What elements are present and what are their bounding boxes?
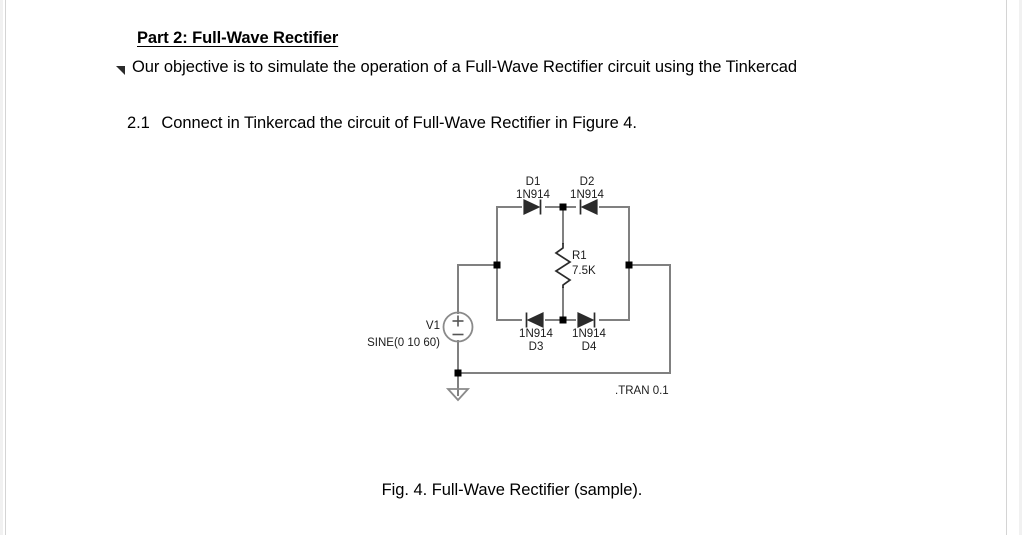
diode-d1 — [523, 199, 542, 215]
step-text: Connect in Tinkercad the circuit of Full… — [161, 114, 637, 132]
node-ground — [454, 369, 462, 377]
label-r1-ref: R1 — [572, 250, 587, 262]
objective-text: Our objective is to simulate the operati… — [132, 58, 798, 76]
label-d1-value: 1N914 — [516, 189, 550, 201]
label-r1-value: 7.5K — [572, 265, 596, 277]
label-d4-value: 1N914 — [572, 328, 606, 340]
label-d2-ref: D2 — [580, 176, 595, 188]
label-v1-value: SINE(0 10 60) — [367, 337, 440, 349]
source-plus-icon — [452, 315, 464, 327]
page-title: Part 2: Full-Wave Rectifier — [137, 29, 339, 47]
step-number: 2.1 — [127, 114, 150, 132]
label-tran-directive: .TRAN 0.1 — [615, 385, 669, 397]
label-d3-ref: D3 — [529, 341, 544, 353]
label-d2-value: 1N914 — [570, 189, 604, 201]
label-v1-ref: V1 — [426, 320, 440, 332]
diode-d4 — [577, 312, 596, 328]
diode-d2 — [579, 199, 598, 215]
page-border-left — [5, 0, 6, 535]
page-margin-right — [1019, 0, 1022, 535]
page-margin-left — [0, 0, 3, 535]
collapse-triangle-icon[interactable] — [116, 65, 125, 75]
node-bottom-center — [559, 316, 567, 324]
node-right — [625, 261, 633, 269]
step-row: 2.1 Connect in Tinkercad the circuit of … — [127, 114, 637, 133]
node-top-center — [559, 203, 567, 211]
objective-row: Our objective is to simulate the operati… — [116, 58, 797, 77]
label-d1-ref: D1 — [526, 176, 541, 188]
label-d4-ref: D4 — [582, 341, 597, 353]
ground-icon — [445, 388, 471, 402]
figure-caption: Fig. 4. Full-Wave Rectifier (sample). — [381, 481, 643, 499]
voltage-source-v1 — [442, 311, 474, 343]
diode-d3 — [525, 312, 544, 328]
label-d3-value: 1N914 — [519, 328, 553, 340]
node-left — [493, 261, 501, 269]
page-border-right — [1006, 0, 1007, 535]
resistor-r1 — [554, 243, 572, 288]
